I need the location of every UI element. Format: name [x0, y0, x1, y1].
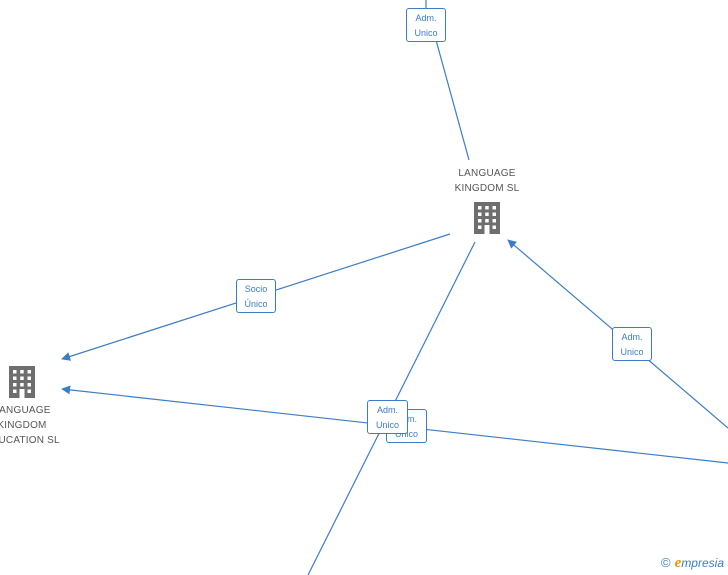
brand-name: mpresia — [681, 556, 724, 570]
building-icon[interactable] — [9, 366, 35, 398]
brand-logo: ©empresia — [661, 555, 724, 572]
edge-label-top[interactable]: Adm. Unico — [406, 8, 446, 42]
node-label-language-kingdom-sl[interactable]: LANGUAGE KINGDOM SL — [454, 168, 520, 194]
building-icon[interactable] — [474, 202, 500, 234]
copyright-symbol: © — [661, 555, 671, 570]
brand-initial: e — [674, 555, 682, 571]
node-label-language-kingdom-education-sl[interactable]: LANGUAGE KINGDOM EDUCATION SL — [0, 405, 60, 446]
edge-top-line — [435, 39, 470, 161]
edge-label-right[interactable]: Adm. Unico — [612, 327, 652, 361]
edge-label-center-front[interactable]: Adm. Unico — [367, 400, 408, 434]
edge-label-socio[interactable]: Socio Único — [236, 279, 276, 313]
